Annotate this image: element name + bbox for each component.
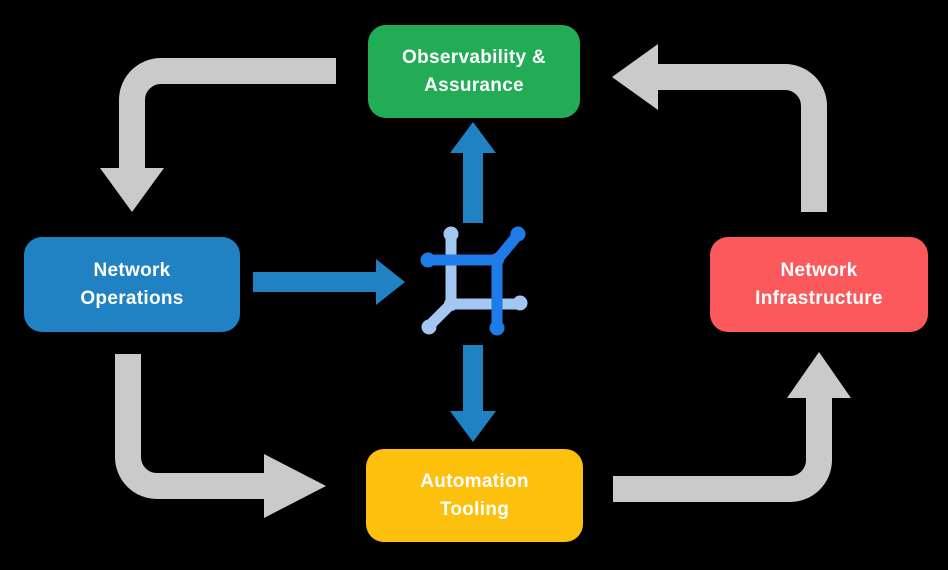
node-operations-label: Network Operations <box>80 259 184 309</box>
hub-icon-joint-top-right-corner <box>490 253 504 267</box>
hub-arrow-operations-to-hub <box>253 259 405 305</box>
hub-icon-joint-bottom-left-corner <box>444 297 458 311</box>
hub-icon-node-left <box>420 252 436 268</box>
hub-arrow-hub-to-observability <box>450 122 496 223</box>
hub-icon-node-top <box>443 226 459 242</box>
cycle-arrow-infrastructure-to-observability <box>612 44 827 212</box>
cycle-arrow-automation-to-infrastructure <box>613 352 851 502</box>
hub-icon-bottom-left-stem <box>423 298 457 332</box>
hub-icon-top-right-stem <box>491 230 523 266</box>
cycle-arrow-observability-to-operations <box>100 58 336 212</box>
cycle-arrow-operations-to-automation <box>115 354 326 518</box>
node-network-infrastructure: Network Infrastructure <box>710 237 928 332</box>
node-infrastructure-label: Network Infrastructure <box>755 259 883 309</box>
hub-icon-node-top-right <box>510 226 526 242</box>
node-network-operations: Network Operations <box>24 237 240 332</box>
node-automation-label: Automation Tooling <box>420 470 529 520</box>
hub-icon-node-bottom-left <box>421 319 437 335</box>
node-observability-assurance: Observability & Assurance <box>368 25 580 118</box>
network-hub-icon <box>420 226 528 336</box>
hub-arrow-hub-to-automation <box>450 345 496 442</box>
node-automation-tooling: Automation Tooling <box>366 449 583 542</box>
hub-icon-node-bottom <box>489 320 505 336</box>
hub-icon-node-right <box>512 295 528 311</box>
node-observability-label: Observability & Assurance <box>402 46 546 96</box>
